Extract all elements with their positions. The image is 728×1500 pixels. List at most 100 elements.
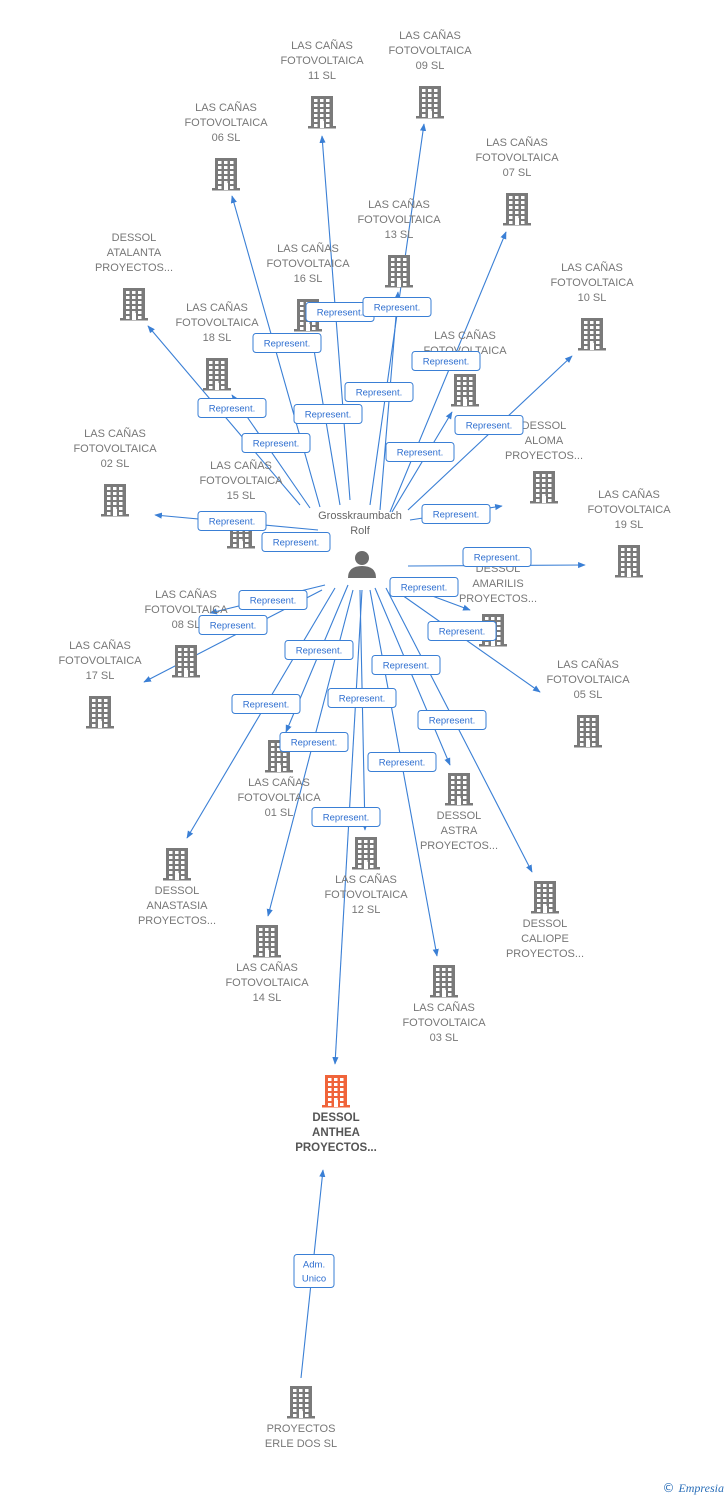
- person-name-line2: Rolf: [350, 525, 371, 537]
- company-label-line: PROYECTOS...: [505, 450, 583, 462]
- edge-label[interactable]: Represent.: [311, 807, 381, 827]
- edge-label-box: [197, 511, 267, 531]
- company-node-aloma[interactable]: DESSOLALOMAPROYECTOS...: [505, 420, 583, 504]
- company-label-line: 10 SL: [578, 292, 607, 304]
- edge-label[interactable]: Represent.: [197, 511, 267, 531]
- edge-label[interactable]: Represent.: [417, 710, 487, 730]
- edge-label[interactable]: Represent.: [198, 615, 268, 635]
- building-icon: [615, 545, 643, 578]
- edge-label-box: [462, 547, 532, 567]
- company-label-line: LAS CAÑAS: [291, 39, 353, 52]
- edge-label-text: Represent.: [379, 758, 425, 769]
- company-label-line: DESSOL: [522, 420, 567, 432]
- edge-label[interactable]: Represent.: [462, 547, 532, 567]
- company-node-astra[interactable]: DESSOLASTRAPROYECTOS...: [420, 773, 498, 852]
- copyright-symbol: ©: [662, 1481, 675, 1495]
- company-label-line: PROYECTOS...: [95, 262, 173, 274]
- company-label-line: LAS CAÑAS: [557, 658, 619, 671]
- edge-label[interactable]: Represent.: [241, 433, 311, 453]
- edge-label[interactable]: Represent.: [279, 732, 349, 752]
- edge-label[interactable]: Represent.: [238, 590, 308, 610]
- company-label-line: 03 SL: [430, 1032, 459, 1044]
- building-icon: [172, 645, 200, 678]
- company-label-line: DESSOL: [112, 232, 157, 244]
- company-label-line: CALIOPE: [521, 933, 569, 945]
- edge-label-text: Represent.: [356, 388, 402, 399]
- edge-label[interactable]: Represent.: [421, 504, 491, 524]
- company-label-line: LAS CAÑAS: [486, 136, 548, 149]
- company-label-line: FOTOVOLTAICA: [546, 674, 630, 686]
- company-label-line: FOTOVOLTAICA: [199, 475, 283, 487]
- edge-label-box: [241, 433, 311, 453]
- edge-label-box: [252, 333, 322, 353]
- edge-label[interactable]: Represent.: [344, 382, 414, 402]
- company-label-line: 16 SL: [294, 273, 323, 285]
- edge-label-box: [371, 655, 441, 675]
- company-label-line: FOTOVOLTAICA: [475, 152, 559, 164]
- edge-label[interactable]: Represent.: [367, 752, 437, 772]
- edge-label[interactable]: Adm.Unico: [293, 1254, 335, 1288]
- edge-label[interactable]: Represent.: [252, 333, 322, 353]
- edge-label[interactable]: Represent.: [261, 532, 331, 552]
- edge-label[interactable]: Represent.: [284, 640, 354, 660]
- company-label-line: DESSOL: [437, 810, 482, 822]
- edge-label[interactable]: Represent.: [231, 694, 301, 714]
- edge-label[interactable]: Represent.: [385, 442, 455, 462]
- company-label-line: PROYECTOS...: [459, 593, 537, 605]
- edge-label[interactable]: Represent.: [411, 351, 481, 371]
- edge-label[interactable]: Represent.: [197, 398, 267, 418]
- company-label-line: LAS CAÑAS: [155, 588, 217, 601]
- building-icon: [212, 158, 240, 191]
- edge-label[interactable]: Represent.: [427, 621, 497, 641]
- company-node-caliope[interactable]: DESSOLCALIOPEPROYECTOS...: [506, 881, 584, 960]
- edge-label[interactable]: Represent.: [362, 297, 432, 317]
- edge-label[interactable]: Represent.: [454, 415, 524, 435]
- edge-label-text: Represent.: [250, 596, 296, 607]
- building-icon: [430, 965, 458, 998]
- company-label-line: 18 SL: [203, 332, 232, 344]
- company-label-line: LAS CAÑAS: [335, 873, 397, 886]
- company-label-line: 06 SL: [212, 132, 241, 144]
- edge-label-text: Represent.: [296, 646, 342, 657]
- company-node-anthea[interactable]: DESSOLANTHEAPROYECTOS...: [295, 1075, 377, 1154]
- company-label-line: ATALANTA: [107, 247, 162, 259]
- company-node-atalanta[interactable]: DESSOL ATALANTA PROYECTOS...: [95, 232, 173, 321]
- edge-label-text: Represent.: [209, 404, 255, 415]
- edge-label[interactable]: Represent.: [293, 404, 363, 424]
- brand-watermark: ©Empresia: [662, 1481, 724, 1496]
- company-label-line: ASTRA: [441, 825, 478, 837]
- edge-label[interactable]: Represent.: [389, 577, 459, 597]
- edge-label-box: [311, 807, 381, 827]
- edge-label[interactable]: Represent.: [327, 688, 397, 708]
- company-label-line: LAS CAÑAS: [598, 488, 660, 501]
- edge-label[interactable]: Represent.: [371, 655, 441, 675]
- company-label-line: LAS CAÑAS: [561, 261, 623, 274]
- edge-label-text: Represent.: [439, 627, 485, 638]
- company-node-anastasia[interactable]: DESSOLANASTASIAPROYECTOS...: [138, 848, 216, 927]
- edge-label-text: Represent.: [401, 583, 447, 594]
- edge-label-text: Represent.: [397, 448, 443, 459]
- company-label-line: PROYECTOS...: [295, 1142, 377, 1154]
- edge-label-box: [411, 351, 481, 371]
